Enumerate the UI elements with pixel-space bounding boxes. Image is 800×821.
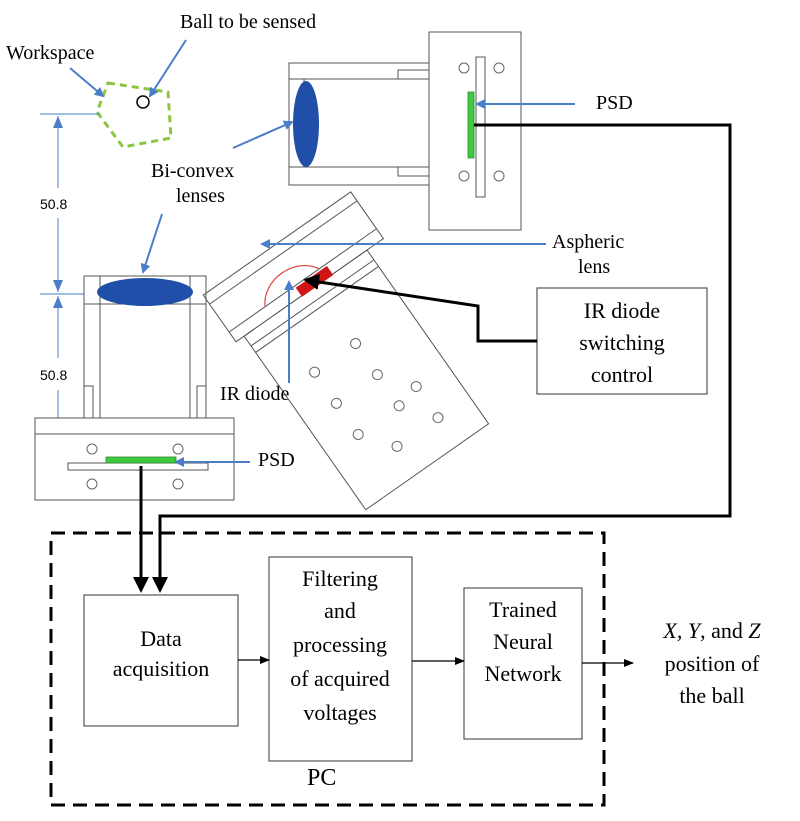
- neural-line3: Network: [485, 661, 562, 686]
- filtering-line3: processing: [293, 632, 387, 657]
- bottom-sensor-assembly: [34, 275, 235, 501]
- top-sensor-mount-plate: [428, 31, 522, 231]
- top-biconvex-lens: [293, 81, 319, 167]
- neural-network-block: [463, 587, 583, 740]
- neural-line2: Neural: [493, 629, 553, 654]
- bottom-psd-sensor: [105, 456, 177, 464]
- aspheric-label-line2: lens: [578, 256, 610, 278]
- aspheric-lens-shape: [264, 264, 320, 307]
- output-y: Y: [688, 618, 703, 643]
- biconvex-label-line1: Bi-convex: [151, 160, 234, 182]
- top-psd-wire: [152, 123, 732, 593]
- workspace-region: [95, 81, 173, 149]
- data-acquisition-block: [83, 594, 239, 727]
- biconvex-arrow-bottom: [140, 213, 163, 274]
- output-line2: position of: [665, 651, 760, 676]
- biconvex-label-line2: lenses: [176, 185, 225, 207]
- biconvex-arrow-top: [232, 120, 294, 149]
- dim-lower-label: 50.8: [40, 367, 67, 383]
- ball-label: Ball to be sensed: [180, 11, 316, 33]
- output-z: Z: [748, 618, 761, 643]
- ball-arrow: [148, 39, 187, 98]
- workspace-pentagon: [95, 81, 173, 149]
- filtering-line2: and: [324, 598, 356, 623]
- data-acq-line1: Data: [140, 626, 182, 651]
- ir-control-line2: switching: [579, 330, 665, 355]
- output-x: X,: [662, 618, 682, 643]
- ir-control-line1: IR diode: [584, 298, 660, 323]
- data-acq-line2: acquisition: [113, 656, 210, 681]
- aspheric-label-line1: Aspheric: [552, 231, 624, 253]
- psd-top-label: PSD: [596, 92, 633, 114]
- pc-label: PC: [307, 765, 336, 791]
- ball-marker: [136, 95, 150, 109]
- filtering-line1: Filtering: [302, 566, 378, 591]
- workspace-arrow: [69, 67, 105, 98]
- top-psd-sensor: [467, 91, 475, 159]
- ir-diode-label: IR diode: [220, 383, 290, 405]
- ir-control-line3: control: [591, 362, 653, 387]
- output-line3: the ball: [679, 683, 744, 708]
- bottom-biconvex-lens: [97, 278, 193, 306]
- output-and: , and: [700, 618, 748, 643]
- neural-line1: Trained: [489, 597, 557, 622]
- psd-bottom-label: PSD: [258, 449, 295, 471]
- filtering-line4: of acquired: [290, 666, 390, 691]
- ir-control-wire: [303, 274, 537, 343]
- pc-boundary: [49, 531, 606, 807]
- workspace-label: Workspace: [6, 42, 94, 64]
- filtering-line5: voltages: [303, 700, 376, 725]
- ir-emitter-assembly: [202, 191, 490, 511]
- dim-upper-label: 50.8: [40, 196, 67, 212]
- top-sensor-assembly: [288, 31, 522, 231]
- ir-control-block: [536, 287, 708, 395]
- filtering-block: [268, 556, 413, 762]
- output-line1: X, Y, and Z: [662, 618, 761, 643]
